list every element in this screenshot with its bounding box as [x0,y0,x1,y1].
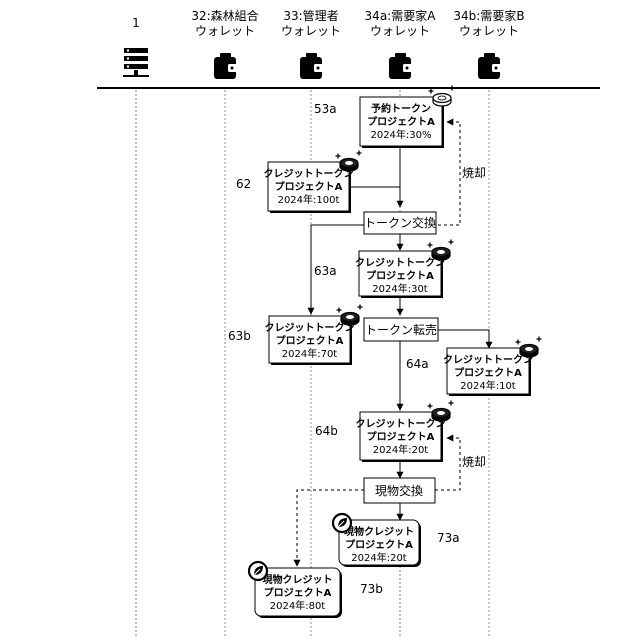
token-type: 現物クレジット [263,573,333,586]
token-card-64b: クレジットトークンプロジェクトA2024年:20t 64b [315,401,454,463]
token-project: プロジェクトA [276,334,344,347]
token-type: クレジットトークン [355,257,445,269]
token-amount: 2024年:20t [373,443,429,456]
column-title: 32:森林組合 [191,8,258,23]
wallet-icon [300,53,323,79]
column-header-forest-wallet: 32:森林組合 ウォレット [191,8,258,79]
wallet-icon [389,53,412,79]
process-physical-exchange: 現物交換 [364,478,435,503]
token-ref-label: 64b [315,424,338,438]
column-subtitle: ウォレット [281,24,341,38]
token-card-63b: クレジットトークンプロジェクトA2024年:70t 63b [228,305,363,366]
column-title: 34a:需要家A [365,8,437,23]
token-amount: 2024年:20t [351,551,407,564]
token-ref-label: 62 [236,177,251,191]
token-card-73a: 現物クレジットプロジェクトA2024年:20t 73a [333,514,460,567]
process-label: 現物交換 [375,483,423,498]
leaf-badge-icon [333,514,351,532]
tokens-layer: 予約トークンプロジェクトA2024年:30%53aクレジットトークンプロジェクト… [228,86,542,619]
leaf-badge-icon [249,562,267,580]
token-amount: 2024年:30% [370,128,431,141]
column-subtitle: ウォレット [459,24,519,38]
token-ref-label: 53a [314,102,337,116]
token-amount: 2024年:80t [270,599,326,612]
token-project: プロジェクトA [275,180,343,193]
column-subtitle: ウォレット [195,24,255,38]
server-icon [123,48,149,77]
token-type: クレジットトークン [264,168,354,180]
token-card-64a: クレジットトークンプロジェクトA2024年:10t 64a [406,337,542,397]
column-title: 34b:需要家B [453,8,524,23]
token-ref-label: 63b [228,329,251,343]
token-card-53a: 予約トークンプロジェクトA2024年:30% 53a [314,86,455,149]
token-project: プロジェクトA [345,538,413,551]
token-project: プロジェクトA [454,366,522,379]
column-header-admin-wallet: 33:管理者 ウォレット [281,8,341,79]
token-type: 現物クレジット [344,525,414,538]
process-token-exchange: トークン交換 [364,212,436,234]
burn-label-2: 焼却 [462,455,486,469]
wallet-icon [478,53,501,79]
token-amount: 2024年:100t [278,193,340,206]
column-subtitle: ウォレット [370,24,430,38]
token-project: プロジェクトA [264,586,332,599]
token-ref-label: 63a [314,264,337,278]
token-ref-label: 73b [360,582,383,596]
token-card-62: クレジットトークンプロジェクトA2024年:100t 62 [236,151,362,214]
token-project: プロジェクトA [367,115,435,128]
process-token-transfer: トークン転売 [364,318,438,341]
column-title: 1 [132,16,140,30]
token-amount: 2024年:10t [460,379,516,392]
burn-label-1: 焼却 [462,166,486,180]
column-title: 33:管理者 [283,8,338,23]
token-project: プロジェクトA [367,430,435,443]
token-ref-label: 64a [406,357,429,371]
process-label: トークン転売 [365,322,437,337]
process-label: トークン交換 [364,215,436,230]
column-header-buyer-a-wallet: 34a:需要家A ウォレット [365,8,437,79]
token-amount: 2024年:70t [282,347,338,360]
token-card-63a: クレジットトークンプロジェクトA2024年:30t 63a [314,240,454,299]
column-header-buyer-b-wallet: 34b:需要家B ウォレット [453,8,524,79]
token-ref-label: 73a [437,531,460,545]
wallet-icon [214,53,237,79]
token-type: クレジットトークン [443,354,533,366]
token-type: クレジットトークン [356,418,446,430]
token-amount: 2024年:30t [372,282,428,295]
column-header-server: 1 [123,16,149,77]
token-type: クレジットトークン [265,322,355,334]
token-project: プロジェクトA [366,269,434,282]
token-type: 予約トークン [371,102,431,115]
token-card-73b: 現物クレジットプロジェクトA2024年:80t 73b [249,562,383,618]
